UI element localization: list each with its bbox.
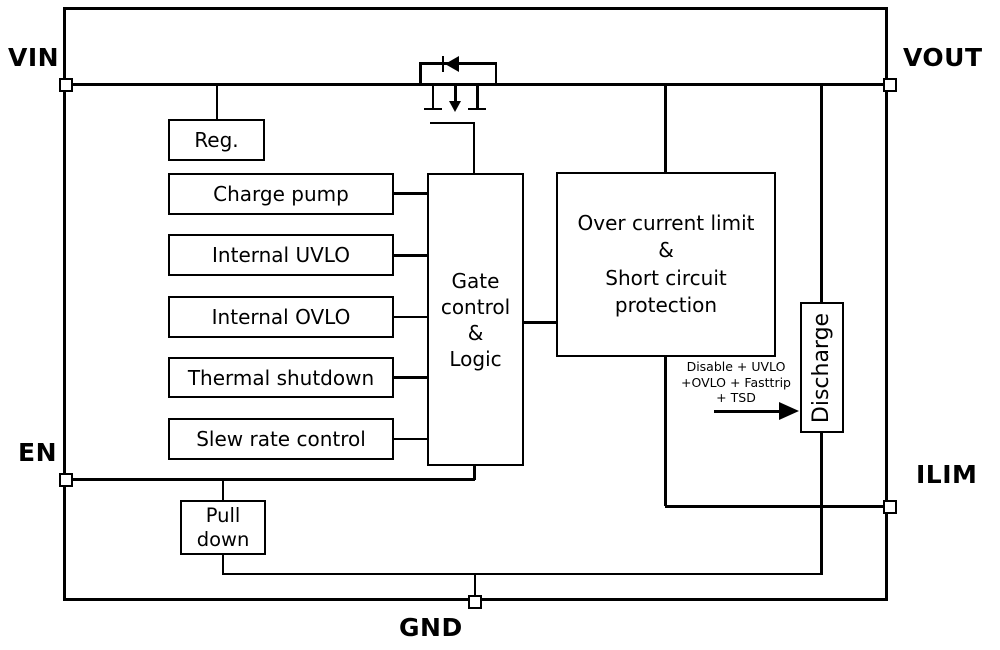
wire-en-to-pulldown — [221, 480, 224, 502]
wire-ovlo-stub — [393, 315, 429, 318]
pin-ilim — [883, 500, 897, 514]
block-regulator-label: Reg. — [194, 128, 239, 152]
wire-reg-tap — [215, 85, 218, 121]
wire-pulldown-to-gnd — [221, 553, 224, 574]
wire-en-to-gatecontrol — [473, 465, 476, 480]
pin-en — [59, 473, 73, 487]
wire-ilim — [665, 505, 890, 508]
pin-vin — [59, 78, 73, 92]
block-slew-rate-control: Slew rate control — [168, 418, 394, 460]
block-internal-uvlo-label: Internal UVLO — [212, 243, 350, 267]
wire-gate-to-oc — [523, 321, 558, 324]
block-discharge-label: Discharge — [809, 312, 834, 423]
block-charge-pump: Charge pump — [168, 173, 394, 215]
discharge-arrow-line — [714, 410, 782, 413]
wire-uvlo-stub — [393, 254, 429, 257]
wire-gnd-pin-stub — [473, 574, 476, 597]
block-thermal-shutdown: Thermal shutdown — [168, 357, 394, 398]
pin-label-en: EN — [18, 438, 58, 467]
fet-body-arrow-icon — [448, 101, 461, 112]
block-internal-uvlo: Internal UVLO — [168, 234, 394, 276]
pin-label-vin: VIN — [8, 43, 60, 72]
fet-body-wire — [454, 85, 457, 102]
block-charge-pump-label: Charge pump — [213, 182, 349, 206]
fet-left-leg — [431, 85, 434, 109]
discharge-trigger-annotation: Disable + UVLO +OVLO + Fasttrip + TSD — [681, 359, 791, 405]
block-thermal-shutdown-label: Thermal shutdown — [187, 365, 375, 390]
wire-oc-top-tap — [664, 85, 667, 174]
fet-left-terminal-bar — [424, 107, 442, 110]
block-discharge: Discharge — [800, 302, 844, 433]
body-diode-left-wire — [419, 63, 422, 85]
wire-gate-to-logic — [472, 124, 475, 175]
block-over-current-protection-label: Over current limit & Short circuit prote… — [577, 210, 755, 318]
block-gate-control-logic: Gate control & Logic — [427, 173, 524, 466]
block-gate-control-logic-label: Gate control & Logic — [440, 268, 511, 371]
block-over-current-protection: Over current limit & Short circuit prote… — [556, 172, 776, 357]
wire-thermal-stub — [393, 376, 429, 379]
pin-label-vout: VOUT — [903, 43, 983, 72]
discharge-arrow-icon — [779, 402, 799, 420]
pin-label-gnd: GND — [399, 613, 463, 642]
wire-oc-to-ilim — [664, 355, 667, 506]
pin-label-ilim: ILIM — [916, 460, 978, 489]
fet-right-leg — [476, 85, 479, 109]
wire-vin-vout-rail — [66, 83, 890, 86]
block-pull-down: Pull down — [180, 500, 266, 555]
block-internal-ovlo-label: Internal OVLO — [211, 305, 351, 329]
wire-slewrate-stub — [393, 437, 429, 440]
pin-gnd — [468, 595, 482, 609]
wire-gnd-return — [222, 572, 823, 575]
fet-right-terminal-bar — [468, 107, 486, 110]
body-diode-cathode-bar — [441, 55, 444, 72]
wire-chargepump-stub — [393, 192, 429, 195]
body-diode-right-wire — [494, 63, 497, 85]
block-slew-rate-control-label: Slew rate control — [196, 427, 366, 451]
block-pull-down-label: Pull down — [196, 503, 250, 551]
pin-vout — [883, 78, 897, 92]
wire-discharge-to-gnd — [820, 430, 823, 574]
wire-en-rail — [66, 478, 475, 481]
body-diode-triangle-icon — [444, 55, 459, 72]
block-regulator: Reg. — [168, 119, 265, 161]
wire-vout-to-discharge — [820, 85, 823, 304]
fet-gate-bar — [430, 121, 475, 124]
block-internal-ovlo: Internal OVLO — [168, 296, 394, 338]
